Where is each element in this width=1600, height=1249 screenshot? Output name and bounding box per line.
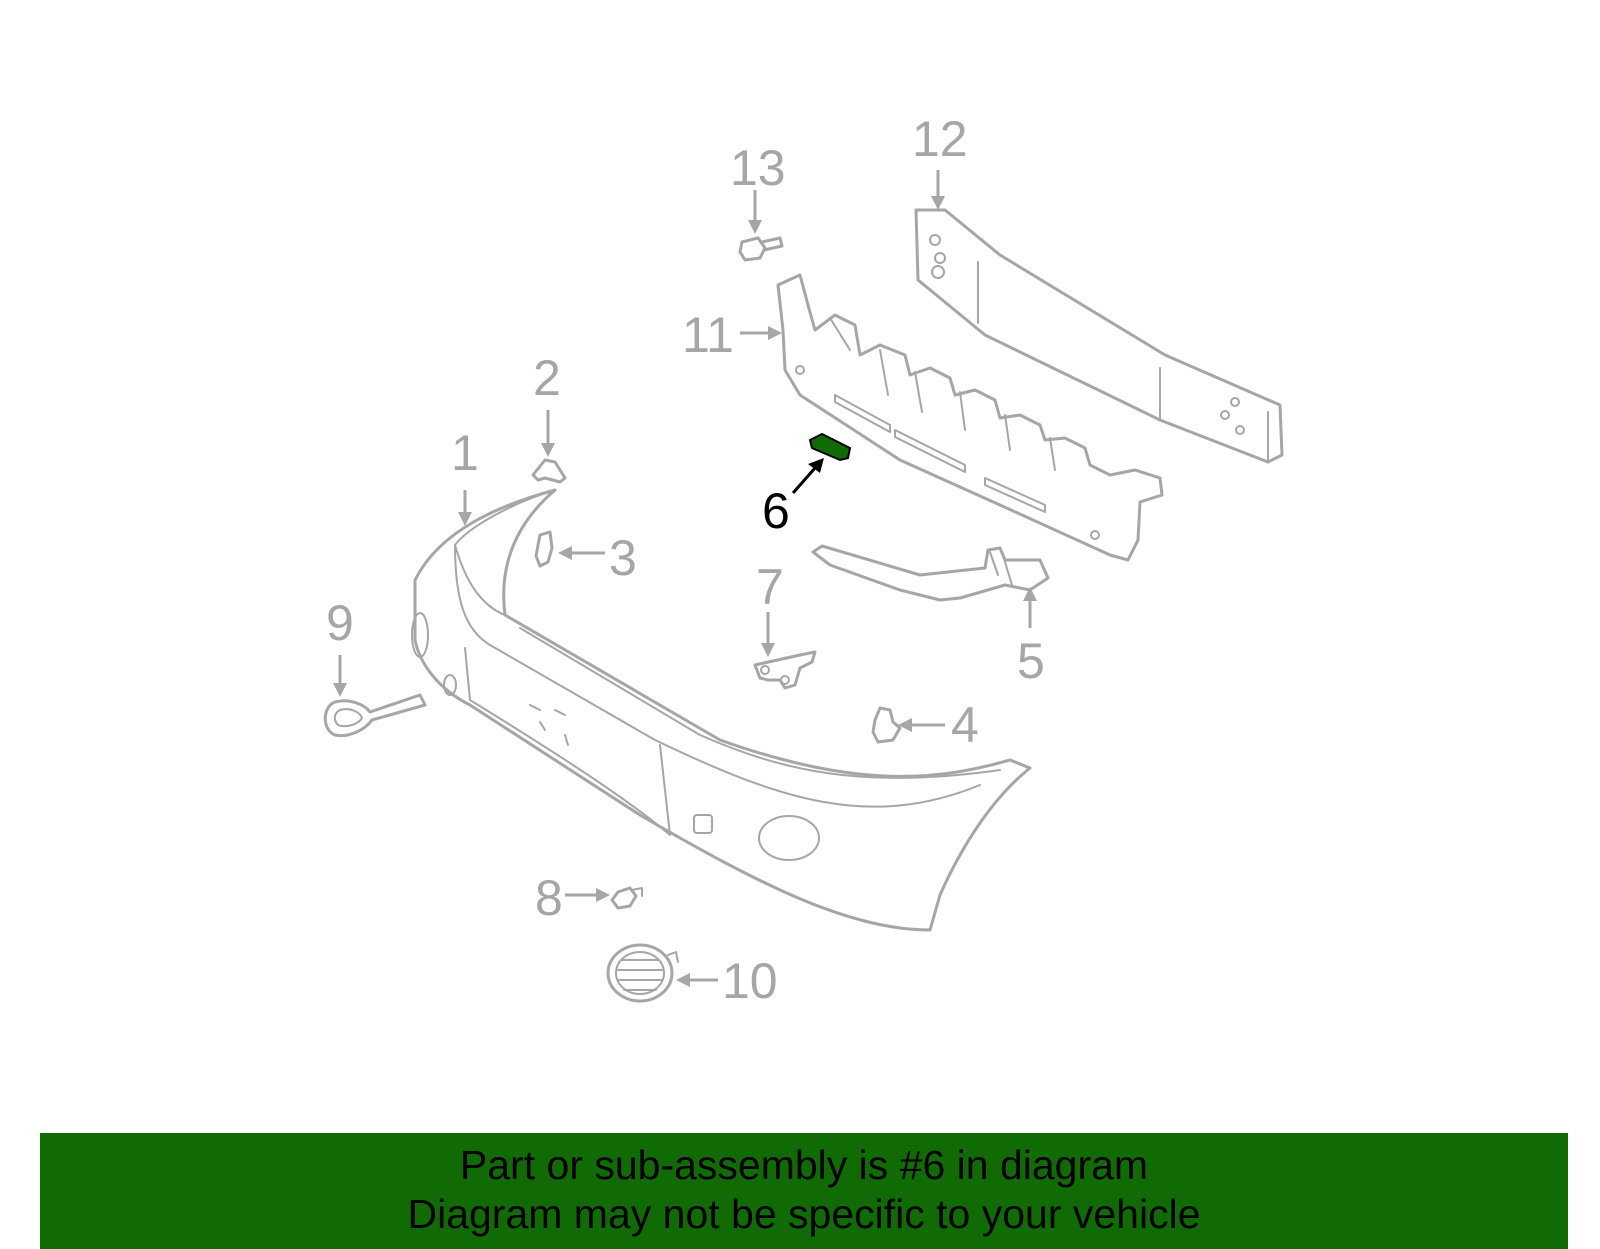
part-12-reinforcement[interactable] <box>914 208 1284 464</box>
parts-diagram: 1 2 3 4 5 6 7 8 9 10 11 12 13 <box>323 111 1284 1009</box>
part-1-bumper-cover[interactable] <box>411 488 1032 932</box>
part-2-clip[interactable] <box>531 458 567 484</box>
callout-1: 1 <box>451 425 479 481</box>
callout-5: 5 <box>1017 633 1045 689</box>
part-3-screw[interactable] <box>534 530 554 568</box>
callout-12: 12 <box>912 111 968 167</box>
callout-11: 11 <box>682 307 734 363</box>
part-8-plug[interactable] <box>610 886 643 910</box>
callout-8: 8 <box>535 870 563 926</box>
callout-10: 10 <box>722 953 778 1009</box>
part-11-absorber[interactable] <box>776 273 1164 562</box>
part-6-bracket[interactable] <box>808 432 852 462</box>
part-10-fog-bezel[interactable] <box>606 943 679 1003</box>
part-7-bracket[interactable] <box>753 650 817 690</box>
part-5-support[interactable] <box>811 544 1050 602</box>
callout-3: 3 <box>609 530 637 586</box>
callout-labels: 1 2 3 4 5 6 7 8 9 10 11 12 13 <box>326 111 1045 1009</box>
banner-line-disclaimer: Diagram may not be specific to your vehi… <box>407 1191 1201 1237</box>
part-4-nut[interactable] <box>871 706 902 744</box>
callout-6: 6 <box>762 483 790 539</box>
callout-13: 13 <box>730 140 786 196</box>
callout-arrow-6 <box>791 458 824 494</box>
callout-7: 7 <box>756 559 784 615</box>
banner-line-part: Part or sub-assembly is #6 in diagram <box>459 1142 1149 1188</box>
callout-4: 4 <box>951 697 979 753</box>
callout-2: 2 <box>533 350 561 406</box>
part-9-tow-hook[interactable] <box>323 693 427 738</box>
part-13-bolt[interactable] <box>738 236 784 262</box>
info-banner: Part or sub-assembly is #6 in diagram Di… <box>40 1133 1568 1249</box>
callout-arrows <box>333 170 1037 987</box>
callout-9: 9 <box>326 595 354 651</box>
